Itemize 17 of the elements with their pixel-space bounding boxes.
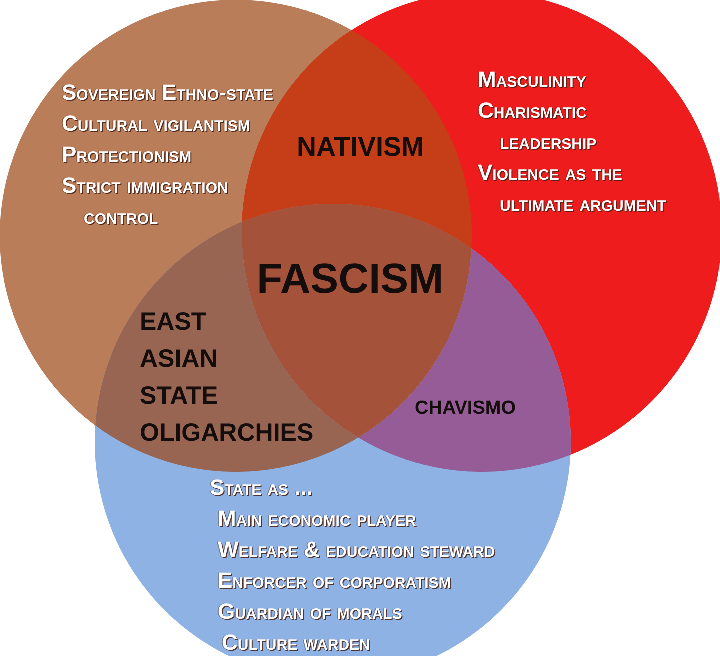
region-label: EAST ASIAN STATE OLIGARCHIES <box>140 307 314 449</box>
trait-text: Sovereign Ethno-state <box>62 79 274 107</box>
trait-text: Enforcer of corporatism <box>218 567 452 595</box>
region-label: NATIVISM <box>297 133 424 163</box>
trait-text: Cultural vigilantism <box>62 110 250 138</box>
trait-text: Violence as the ultimate argument <box>478 159 668 218</box>
trait-text: Charismatic leadership <box>478 97 598 156</box>
trait-text: Masculinity <box>478 66 586 94</box>
region-label: FASCISM <box>257 256 444 302</box>
trait-text: Main economic player <box>218 505 416 533</box>
region-label: CHAVISMO <box>415 399 516 420</box>
trait-text: Protectionism <box>62 141 192 169</box>
trait-text: Culture warden <box>222 629 370 656</box>
trait-text: Guardian of morals <box>218 598 402 626</box>
trait-text: Strict immigration control <box>62 172 230 231</box>
trait-text: Welfare & education steward <box>218 536 496 564</box>
list-heading: State as ... <box>210 474 314 502</box>
